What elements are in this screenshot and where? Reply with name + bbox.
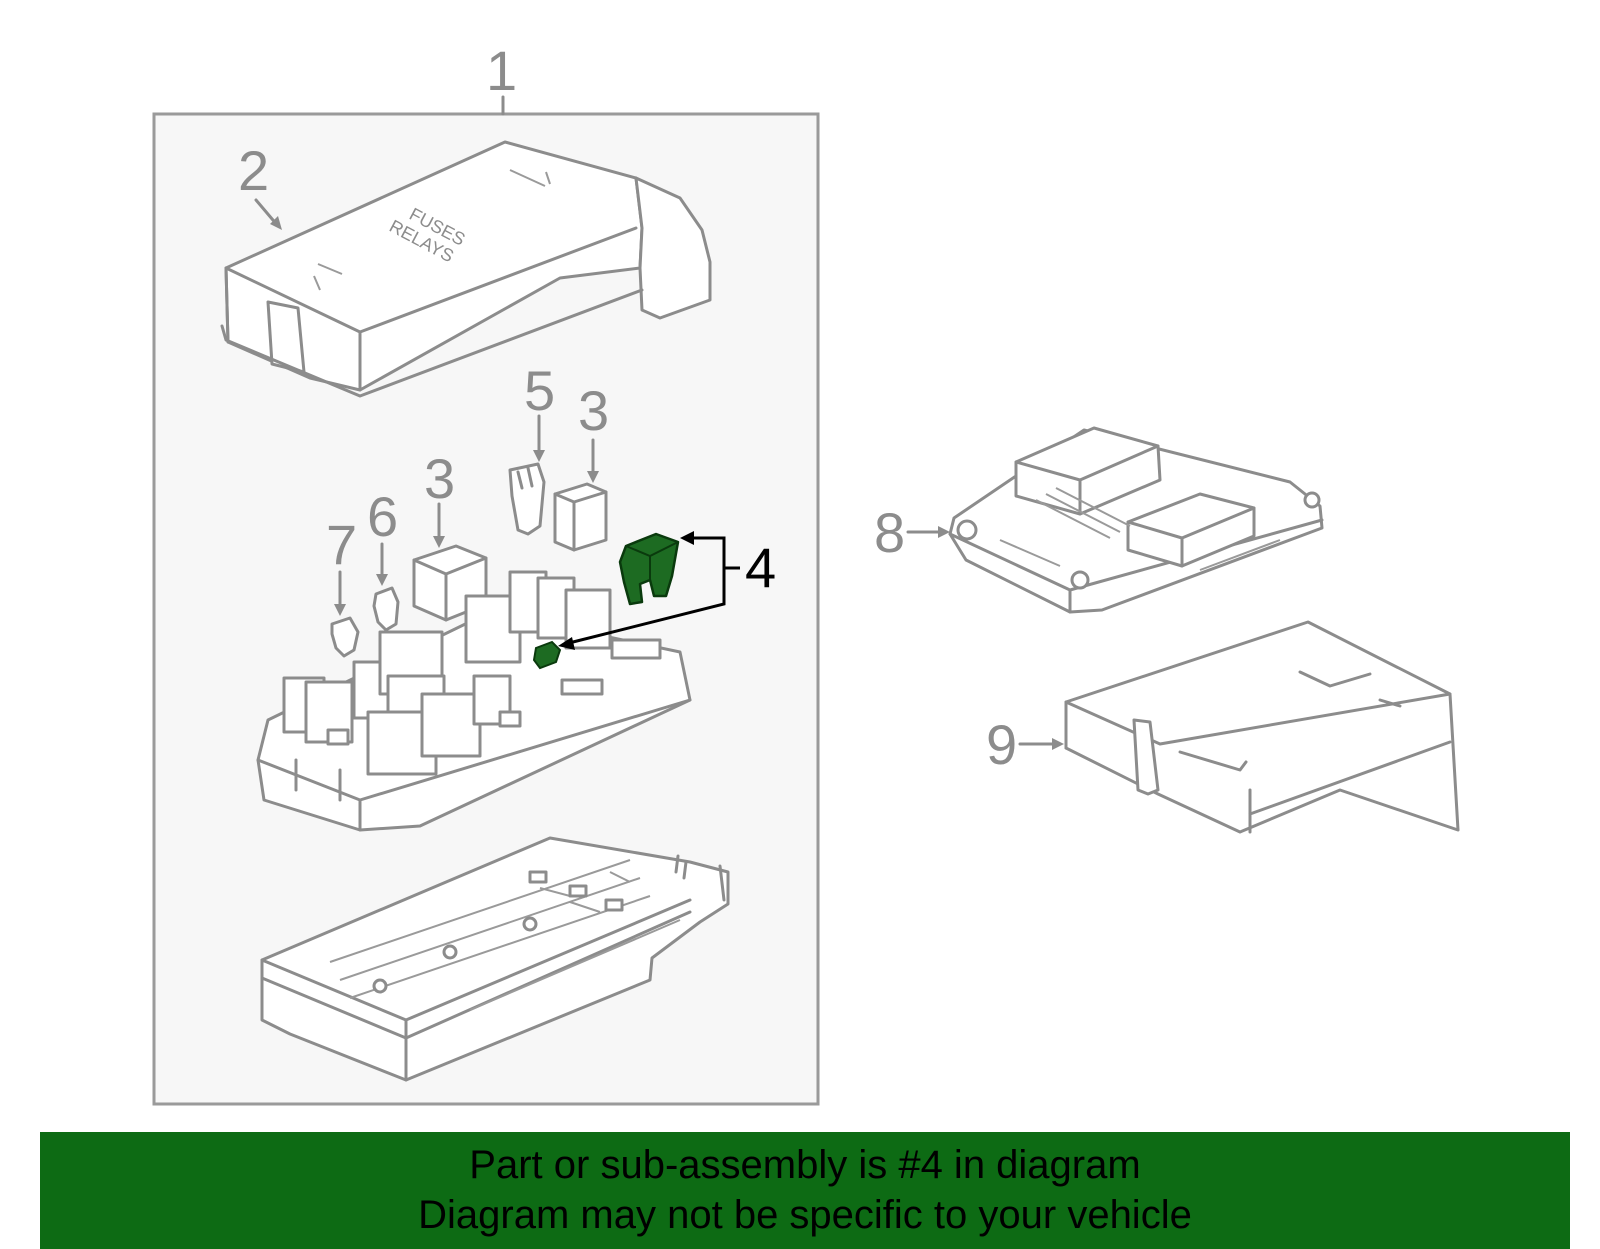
part-4-fuse-highlighted[interactable]	[618, 532, 680, 606]
part-5-clip[interactable]	[508, 462, 546, 536]
callout-3-upper[interactable]: 3	[578, 379, 609, 442]
callout-1[interactable]: 1	[486, 39, 517, 102]
callout-4[interactable]: 4	[745, 536, 776, 599]
arrow-6	[376, 574, 388, 586]
arrow-7	[334, 604, 346, 616]
arrow-3-lower	[433, 536, 445, 548]
part-9-bracket[interactable]	[1064, 620, 1460, 834]
banner-line-2: Diagram may not be specific to your vehi…	[418, 1193, 1192, 1237]
callout-2[interactable]: 2	[238, 139, 269, 202]
arrow-5	[533, 450, 545, 462]
callout-5[interactable]: 5	[524, 359, 555, 422]
callout-8[interactable]: 8	[874, 501, 905, 564]
part-8-control-module[interactable]	[948, 426, 1324, 614]
arrow-2	[270, 216, 282, 230]
arrow-4-lower	[558, 637, 575, 650]
part-4-fuse-in-block[interactable]	[532, 640, 562, 670]
leader-4	[564, 536, 726, 646]
part-7-fuse-micro[interactable]	[330, 616, 360, 658]
arrow-9	[1052, 738, 1064, 750]
part-6-fuse-mini[interactable]	[372, 586, 400, 632]
arrow-8	[938, 526, 950, 538]
callout-9[interactable]: 9	[986, 713, 1017, 776]
banner-line-1: Part or sub-assembly is #4 in diagram	[469, 1143, 1141, 1187]
callout-3-lower[interactable]: 3	[424, 447, 455, 510]
fuse-block	[256, 570, 692, 832]
fuse-box-tray	[260, 836, 730, 1082]
part-2-cover[interactable]: FUSES RELAYS	[220, 140, 712, 398]
callout-6[interactable]: 6	[367, 485, 398, 548]
info-banner: Part or sub-assembly is #4 in diagram Di…	[40, 1132, 1570, 1249]
callout-7[interactable]: 7	[326, 513, 357, 576]
arrow-3-upper	[587, 471, 599, 483]
arrow-4-upper	[680, 531, 694, 545]
part-3-relay-small[interactable]	[553, 482, 608, 552]
